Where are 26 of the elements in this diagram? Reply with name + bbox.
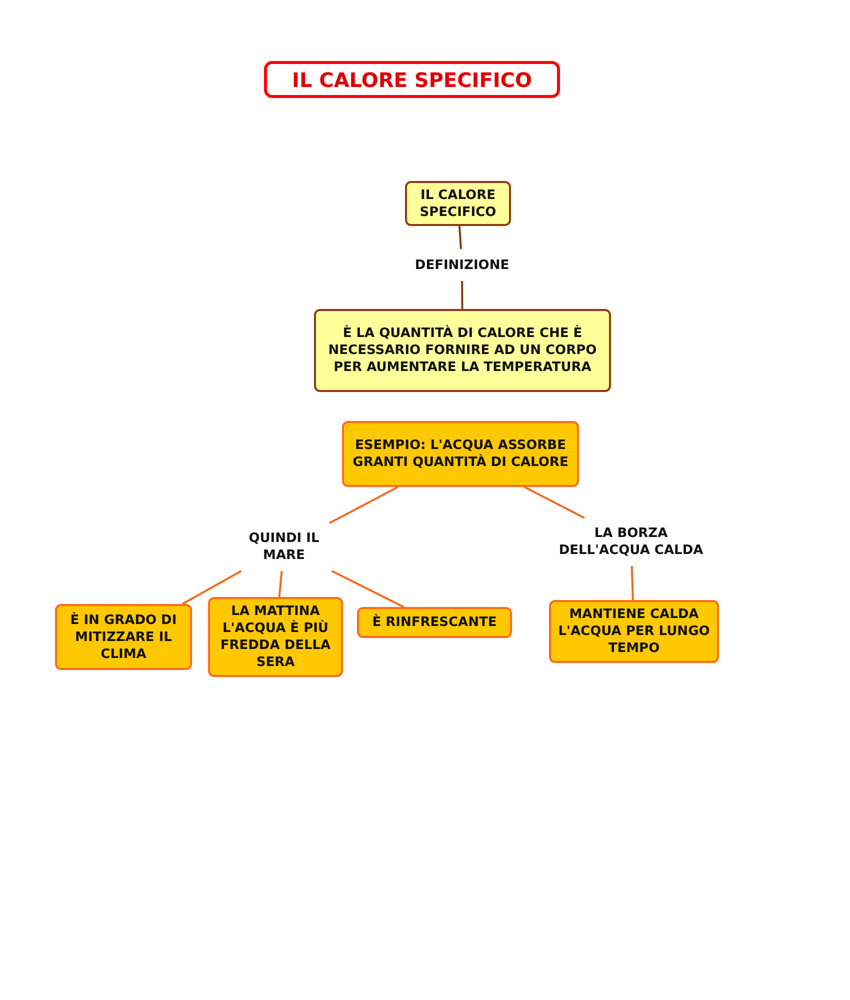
concept-box — [405, 181, 511, 226]
connector-line — [182, 570, 242, 605]
connector-line — [630, 566, 634, 600]
concept-text: È LA QUANTITÀ DI CALORE CHE È NECESSARIO FORNIRE AD UN CORPO PER AUMENTARE LA TEMPERATURA — [327, 325, 598, 376]
concept-text: È RINFRESCANTE — [372, 614, 497, 631]
concept-box — [342, 421, 579, 487]
concept-text: LA MATTINA L'ACQUA È PIÙ FREDDA DELLA SERA — [219, 603, 332, 671]
concept-box — [549, 600, 719, 663]
concept-text: IL CALORE SPECIFICO — [418, 186, 498, 220]
connector-line — [329, 486, 398, 524]
concept-text: MANTIENE CALDA L'ACQUA PER LUNGO TEMPO — [557, 606, 711, 657]
connector-line — [458, 226, 462, 250]
linking-phrase: DEFINIZIONE — [414, 256, 510, 274]
concept-box — [208, 597, 343, 677]
connector-line — [524, 486, 585, 519]
connector-line — [278, 570, 283, 598]
concept-box — [55, 604, 192, 670]
concept-box — [357, 607, 512, 638]
connector-line — [331, 570, 404, 608]
concept-text: ESEMPIO: L'ACQUA ASSORBE GRANTI QUANTITÀ DI CALORE — [352, 437, 570, 471]
concept-text: È IN GRADO DI MITIZZARE IL CLIMA — [69, 612, 178, 662]
linking-phrase: QUINDI IL MARE — [248, 530, 320, 564]
linking-phrase: LA BORZA DELL'ACQUA CALDA — [558, 525, 704, 559]
concept-box — [314, 309, 611, 392]
title: IL CALORE SPECIFICO — [264, 61, 560, 98]
connector-line — [461, 281, 464, 309]
